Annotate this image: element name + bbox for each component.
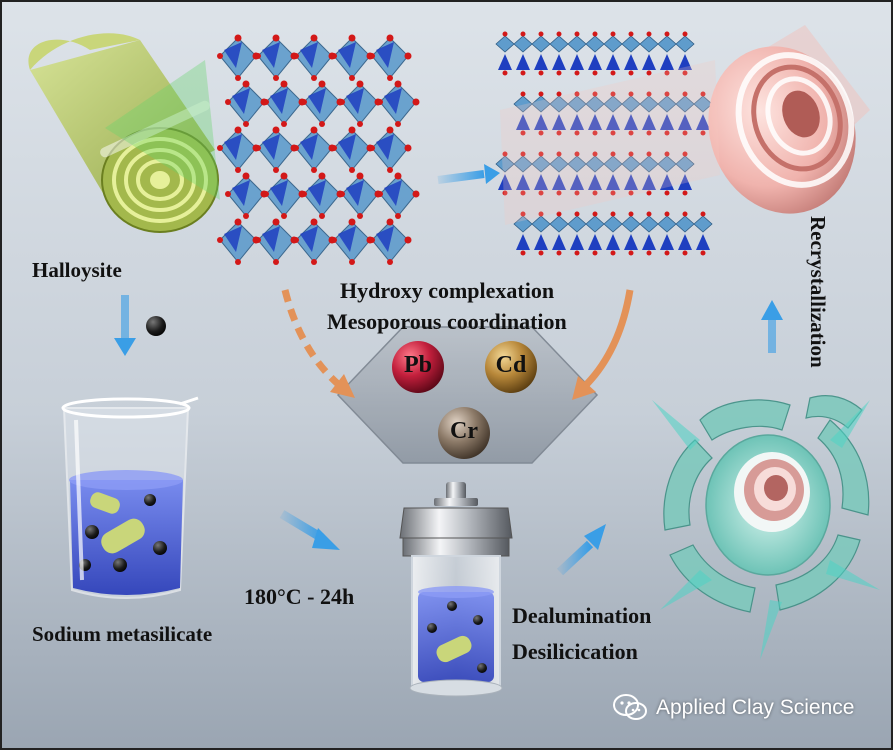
process-arrows xyxy=(114,164,783,576)
crystal-structure-block xyxy=(217,34,420,265)
beaker-illustration xyxy=(61,396,199,599)
cd-sphere xyxy=(485,341,537,393)
pb-sphere xyxy=(392,341,444,393)
hydroxy-complexation-label: Hydroxy complexation xyxy=(340,278,555,303)
pb-ion-label: Pb xyxy=(403,352,432,378)
dealumination-label: Dealumination xyxy=(512,603,652,628)
recrystallization-label: Recrystallization xyxy=(806,216,830,368)
wechat-icon xyxy=(613,694,647,720)
halloysite-roll-illustration xyxy=(28,33,220,233)
sodium-metasilicate-label: Sodium metasilicate xyxy=(32,622,213,646)
desilicication-label: Desilicication xyxy=(512,639,638,664)
temperature-time-label: 180°C - 24h xyxy=(244,584,355,609)
layered-sheets xyxy=(495,31,713,256)
cr-sphere xyxy=(438,407,490,459)
cd-ion-label: Cd xyxy=(495,352,527,378)
recrystallized-product-illustration xyxy=(652,395,880,660)
halloysite-label: Halloysite xyxy=(32,258,122,282)
mesoporous-coordination-label: Mesoporous coordination xyxy=(327,309,567,334)
watermark: Applied Clay Science xyxy=(612,693,854,723)
autoclave-illustration xyxy=(399,482,513,697)
watermark-text: Applied Clay Science xyxy=(656,696,855,719)
pink-nanotube-illustration xyxy=(500,25,870,225)
black-particle xyxy=(146,316,166,336)
cr-ion-label: Cr xyxy=(450,418,478,444)
